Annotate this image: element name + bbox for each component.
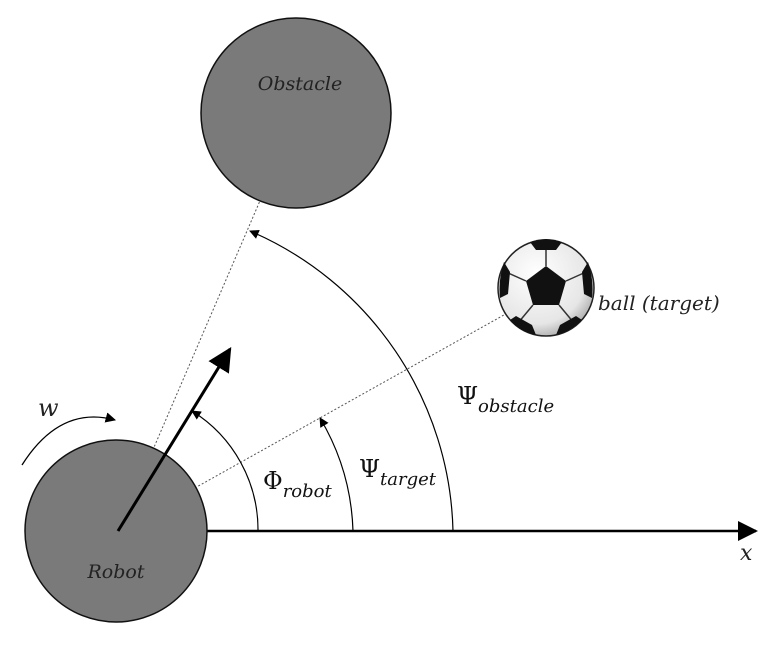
soccer-ball-icon [497, 239, 595, 337]
phi-robot-subscript: robot [283, 481, 333, 502]
psi-obstacle-label: Ψobstacle [457, 382, 554, 417]
phi-robot-label: Φrobot [263, 467, 332, 502]
angular-velocity-label: w [38, 394, 59, 422]
psi-target-subscript: target [380, 469, 437, 490]
phi-robot-arc [191, 410, 259, 532]
x-axis-label: x [740, 541, 753, 566]
psi-obstacle-symbol: Ψ [457, 382, 478, 410]
psi-target-arc [319, 417, 354, 532]
robot-circle [24, 439, 208, 623]
robot-heading-arrow [116, 346, 232, 532]
psi-target-label: Ψtarget [359, 455, 437, 490]
obstacle-circle [200, 17, 392, 209]
robot-label: Robot [87, 561, 145, 583]
obstacle-label: Obstacle [258, 73, 342, 95]
angular-velocity-arrow [21, 412, 117, 466]
psi-obstacle-subscript: obstacle [478, 396, 554, 417]
obstacle-sight-line [117, 116, 297, 532]
phi-robot-symbol: Φ [263, 467, 283, 495]
ball-target-label: ball (target) [598, 291, 720, 315]
psi-obstacle-arc [249, 229, 454, 532]
psi-target-symbol: Ψ [359, 455, 380, 483]
